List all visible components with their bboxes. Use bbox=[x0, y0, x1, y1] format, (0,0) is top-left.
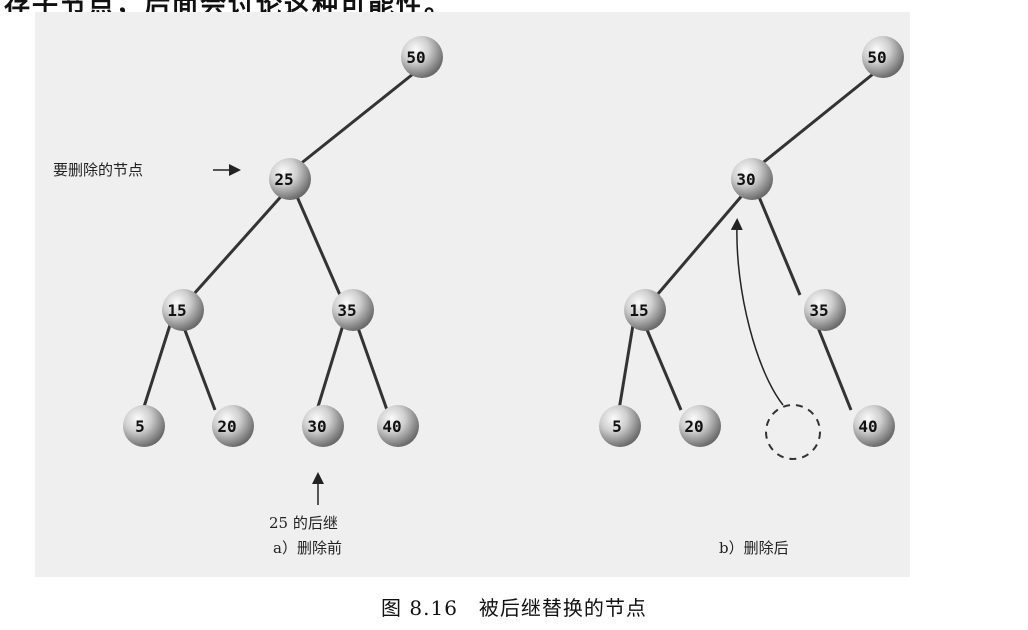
edge-15-5 bbox=[141, 324, 172, 411]
successor-label: 25 的后继 bbox=[269, 514, 338, 532]
node-value: 30 bbox=[736, 170, 755, 189]
empty-node-placeholder bbox=[765, 404, 821, 460]
tree-node: 35 bbox=[804, 289, 846, 331]
tree-node: 5 bbox=[599, 405, 641, 447]
tree-node: 20 bbox=[212, 405, 254, 447]
node-value: 15 bbox=[167, 301, 186, 320]
edge-35-30 bbox=[315, 324, 345, 411]
panel-b-caption: b）删除后 bbox=[719, 539, 789, 557]
tree-node: 40 bbox=[377, 405, 419, 447]
node-value: 15 bbox=[629, 301, 648, 320]
node-value: 20 bbox=[684, 417, 703, 436]
edge-50-30 bbox=[759, 68, 879, 167]
panel-b-nodes: 50 30 15 35 5 20 bbox=[599, 36, 904, 460]
tree-node: 50 bbox=[401, 36, 443, 78]
node-value: 50 bbox=[406, 48, 425, 67]
figure-panel: 50 25 15 35 5 20 bbox=[35, 12, 910, 577]
edge-25-35 bbox=[293, 191, 342, 296]
successor-move-arrow bbox=[730, 218, 784, 406]
node-value: 5 bbox=[135, 417, 145, 436]
node-value: 30 bbox=[307, 417, 326, 436]
edge-50-25 bbox=[298, 68, 419, 167]
panel-a-caption: a）删除前 bbox=[273, 539, 342, 557]
node-value: 40 bbox=[382, 417, 401, 436]
node-value: 5 bbox=[612, 417, 622, 436]
tree-node: 35 bbox=[332, 289, 374, 331]
tree-diagram-svg: 50 25 15 35 5 20 bbox=[123, 36, 904, 505]
tree-node: 5 bbox=[123, 405, 165, 447]
tree-node: 15 bbox=[162, 289, 204, 331]
tree-node: 15 bbox=[624, 289, 666, 331]
delete-node-label: 要删除的节点 bbox=[53, 161, 144, 179]
panel-a-edges bbox=[141, 68, 419, 411]
edge-30-35 bbox=[755, 191, 802, 296]
panel-b-edges bbox=[617, 68, 879, 411]
tree-node-replaced: 30 bbox=[731, 158, 773, 200]
node-value: 20 bbox=[217, 417, 236, 436]
edge-25-15 bbox=[191, 191, 287, 296]
cut-off-text: 存子节点，后面会讨论这种可能性。 bbox=[4, 0, 452, 12]
edge-15-5 bbox=[617, 324, 635, 411]
figure-caption: 图 8.16 被后继替换的节点 bbox=[381, 596, 647, 620]
panel-a-nodes: 50 25 15 35 5 20 bbox=[123, 36, 443, 447]
edge-35-40 bbox=[815, 324, 853, 411]
tree-node-successor: 30 bbox=[302, 405, 344, 447]
edge-15-20 bbox=[181, 324, 217, 411]
edge-15-20 bbox=[643, 324, 683, 411]
tree-node: 40 bbox=[853, 405, 895, 447]
edge-35-40 bbox=[355, 324, 389, 411]
edge-30-15 bbox=[655, 191, 747, 296]
tree-node-to-delete: 25 bbox=[269, 158, 311, 200]
tree-node: 50 bbox=[862, 36, 904, 78]
node-value: 35 bbox=[809, 301, 828, 320]
node-value: 40 bbox=[858, 417, 877, 436]
tree-node: 20 bbox=[679, 405, 721, 447]
node-value: 50 bbox=[867, 48, 886, 67]
cut-off-text-line: 存子节点，后面会讨论这种可能性。 bbox=[0, 0, 1028, 12]
node-value: 35 bbox=[337, 301, 356, 320]
node-value: 25 bbox=[274, 170, 293, 189]
